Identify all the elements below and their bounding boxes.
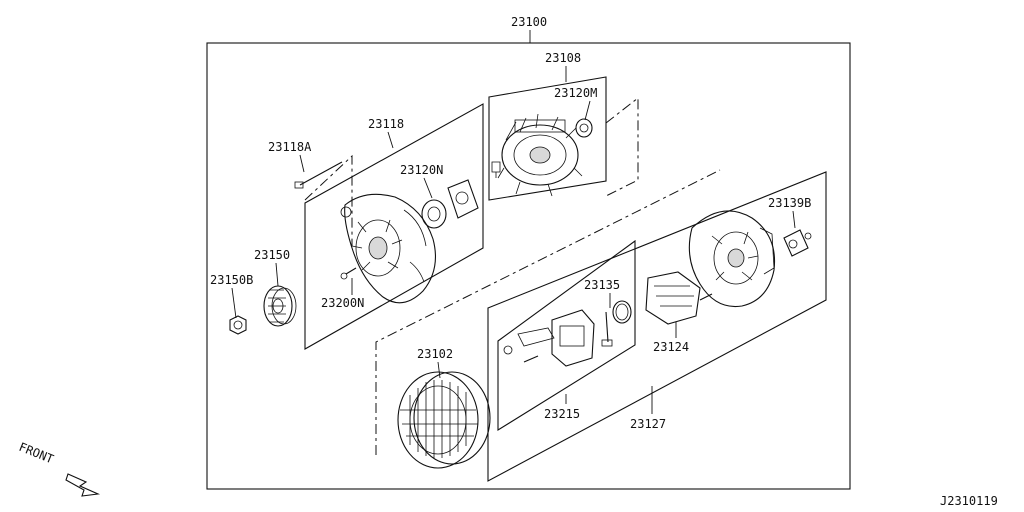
label-23100: 23100 [511, 15, 547, 29]
rear-housing-part [688, 210, 776, 308]
stator-dash [375, 169, 721, 455]
label-23150B: 23150B [210, 273, 253, 287]
lead-23118A [299, 154, 305, 173]
label-23102: 23102 [417, 347, 453, 361]
svg-text:FRONT: FRONT [17, 440, 56, 467]
lead-23150B [231, 287, 237, 319]
label-23150: 23150 [254, 248, 290, 262]
front-arrow: FRONT [17, 440, 56, 467]
rotor-box [488, 76, 607, 201]
front-housing-part [340, 193, 436, 304]
label-23124: 23124 [653, 340, 689, 354]
pulley-23150 [263, 285, 297, 327]
label-23139B: 23139B [768, 196, 811, 210]
label-23135: 23135 [584, 278, 620, 292]
lead-23150 [275, 262, 279, 287]
lead-23102 [437, 361, 441, 379]
screw-23200N [340, 267, 357, 280]
label-23108: 23108 [545, 51, 581, 65]
front-housing-box [304, 103, 484, 350]
stator-part [397, 371, 491, 469]
bolt-23118A [294, 161, 343, 189]
diagram-code: J2310119 [940, 494, 998, 508]
front-housing-dash [304, 154, 353, 246]
rear-cap-part [783, 229, 812, 257]
seal-23135 [612, 300, 632, 324]
rotor-dash [605, 96, 639, 197]
bearing-23120N [421, 199, 447, 229]
rear-housing-box [487, 171, 827, 482]
regulator-box [497, 239, 636, 431]
lead-23120N [423, 177, 433, 199]
lead-23118 [387, 131, 394, 149]
rotor-part [491, 113, 593, 197]
nut-23150B [229, 315, 247, 335]
lead-23120M [584, 100, 591, 121]
plate-part [447, 179, 479, 219]
label-23120N: 23120N [400, 163, 443, 177]
label-23127: 23127 [630, 417, 666, 431]
label-23118A: 23118A [268, 140, 312, 154]
regulator-part [503, 309, 613, 367]
front-arrow-icon [65, 473, 101, 497]
label-23118: 23118 [368, 117, 404, 131]
label-23200N: 23200N [321, 296, 364, 310]
lead-23139B [792, 210, 796, 229]
assembly-frame [206, 42, 851, 490]
label-23120M: 23120M [554, 86, 597, 100]
label-23215: 23215 [544, 407, 580, 421]
rectifier-part [645, 271, 713, 325]
